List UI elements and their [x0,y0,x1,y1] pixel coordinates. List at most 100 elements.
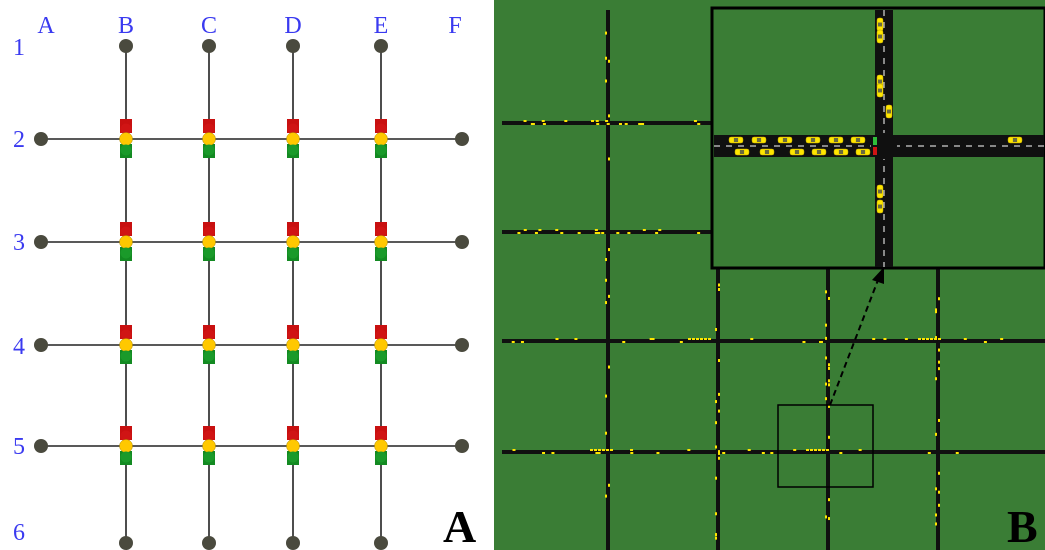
vehicle [649,338,653,340]
red-light [375,226,387,238]
vehicle [624,123,628,125]
red-light [375,430,387,442]
vehicle [551,452,555,454]
yellow-light [119,338,133,352]
vehicle [630,452,634,454]
inset-signal-green [873,137,877,145]
inset-vehicle [777,136,793,144]
column-label-a: A [37,13,55,39]
vehicle [718,287,720,291]
vehicle [605,56,607,60]
vehicle [618,123,622,125]
green-light [287,350,299,362]
boundary-node [34,338,48,352]
yellow-light [286,338,300,352]
vehicle [825,336,827,340]
vehicle [687,449,691,451]
vehicle [918,338,921,340]
vehicle [828,383,830,387]
vehicle [610,449,613,451]
inset-vehicle [876,199,884,214]
vertical-street [936,268,940,550]
green-light [375,451,387,463]
column-label-c: C [201,13,217,39]
vehicle [651,338,655,340]
vehicle [802,341,806,343]
inset-vehicle [850,136,866,144]
vehicle [819,341,823,343]
vehicle [602,449,605,451]
red-light [120,123,132,135]
vehicle [715,512,717,516]
vehicle [858,449,862,451]
vehicle [555,229,559,231]
vertical-street [716,268,720,550]
vehicle [828,363,830,367]
yellow-light [202,439,216,453]
red-light [203,329,215,341]
zoomed-intersection-inset [710,6,1045,270]
vehicle [590,449,593,451]
horizontal-street [502,339,1045,343]
yellow-light [286,439,300,453]
column-label-b: B [118,13,134,39]
vehicle [938,367,940,371]
vehicle-window [816,150,822,154]
vehicle-window [887,109,891,114]
vehicle [608,248,610,252]
vehicle [938,338,941,340]
vehicle [715,476,717,480]
boundary-node [202,536,216,550]
green-light [203,350,215,362]
column-label-d: D [284,13,301,39]
green-light [287,247,299,259]
vehicle [655,232,659,234]
row-label-5: 5 [13,434,25,460]
inset-vehicle [876,17,884,32]
yellow-light [202,132,216,146]
vehicle [828,498,830,502]
vehicle-window [756,138,762,142]
vehicle-window [878,79,882,84]
inset-vehicle [805,136,821,144]
boundary-node [455,132,469,146]
column-label-f: F [448,13,461,39]
red-light [120,329,132,341]
vehicle [828,366,830,370]
red-light [120,226,132,238]
vehicle [595,452,599,454]
traffic-light [202,222,216,261]
yellow-light [202,235,216,249]
vehicle [605,394,607,398]
vehicle [605,79,607,83]
zoom-arrow-head [872,267,884,284]
boundary-node [34,439,48,453]
vehicle-window [1012,138,1018,142]
row-label-4: 4 [13,334,25,360]
vehicle [606,123,610,125]
green-light [203,144,215,156]
green-light [375,144,387,156]
vehicle-window [855,138,861,142]
vehicle [938,297,940,301]
vehicle [696,338,699,340]
traffic-light [119,222,133,261]
green-light [375,247,387,259]
vehicle [605,278,607,282]
vehicle [594,232,598,234]
vehicle [715,421,717,425]
vehicle [574,338,578,340]
vehicle [938,490,940,494]
vehicle [534,232,538,234]
vehicle [935,336,937,340]
vehicle [828,404,830,408]
traffic-light [374,119,388,158]
vehicle-window [838,150,844,154]
vehicle [770,452,774,454]
vehicle-window [878,34,882,39]
traffic-light [286,222,300,261]
vehicle [605,258,607,262]
red-light [203,226,215,238]
green-light [120,144,132,156]
vehicle [531,123,535,125]
